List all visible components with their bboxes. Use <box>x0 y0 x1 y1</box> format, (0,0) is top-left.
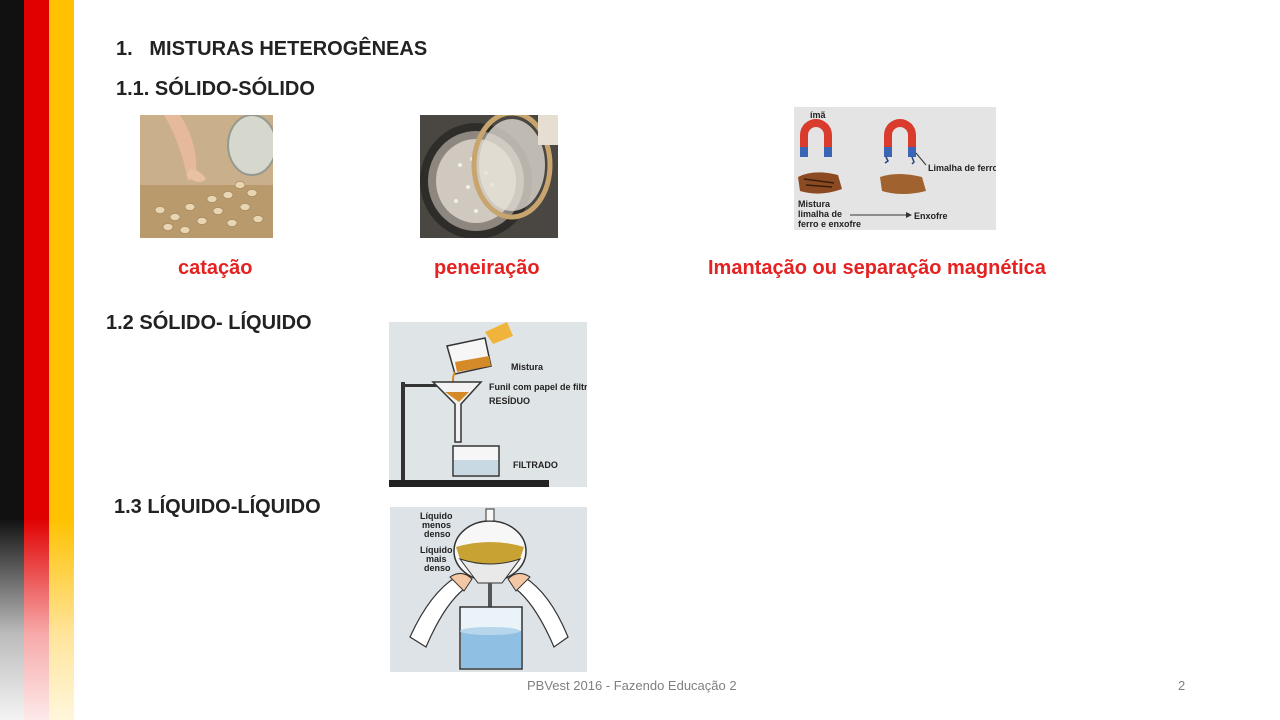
section-number: 1. <box>116 38 133 60</box>
page-number: 2 <box>1178 678 1186 693</box>
section-heading: 1. MISTURAS HETEROGÊNEAS <box>116 38 427 61</box>
decantacao-image: Líquido menos denso Líquido mais denso <box>390 507 587 672</box>
label-filtro-mistura: Mistura <box>511 362 544 372</box>
label-filtrado: FILTRADO <box>513 460 558 470</box>
label-funil: Funil com papel de filtro <box>489 382 587 392</box>
label-menos-2: menos <box>422 520 451 530</box>
label-mais-1: Líquido <box>420 545 453 555</box>
label-mais-3: denso <box>424 563 451 573</box>
subsection-liquido-liquido: 1.3 LÍQUIDO-LÍQUIDO <box>114 496 321 518</box>
label-mais-2: mais <box>426 554 447 564</box>
label-menos-1: Líquido <box>420 511 453 521</box>
imantacao-image: ímã Limalha de ferro Mistura limalha de … <box>794 107 996 230</box>
label-residuo: RESÍDUO <box>489 396 530 406</box>
subsection-solido-liquido: 1.2 SÓLIDO- LÍQUIDO <box>106 312 312 334</box>
stripe-gold <box>49 0 74 720</box>
label-enxofre: Enxofre <box>914 211 948 221</box>
stripe-red <box>24 0 49 720</box>
label-mistura-3: ferro e enxofre <box>798 219 861 229</box>
label-menos-3: denso <box>424 529 451 539</box>
stripe-black <box>0 0 24 720</box>
subsection-solido-solido: 1.1. SÓLIDO-SÓLIDO <box>116 78 315 100</box>
label-mistura-2: limalha de <box>798 209 842 219</box>
catacao-image <box>140 115 273 238</box>
label-limalha: Limalha de ferro <box>928 163 996 173</box>
caption-peneiracao: peneiração <box>434 257 540 279</box>
footer-text: PBVest 2016 - Fazendo Educação 2 <box>527 678 737 693</box>
label-ima: ímã <box>810 110 827 120</box>
caption-imantacao: Imantação ou separação magnética <box>708 257 1046 279</box>
caption-catacao: catação <box>178 257 253 279</box>
section-title: MISTURAS HETEROGÊNEAS <box>149 38 428 60</box>
label-mistura-1: Mistura <box>798 199 831 209</box>
filtracao-image: Mistura Funil com papel de filtro RESÍDU… <box>389 322 587 487</box>
peneiracao-image <box>420 115 558 238</box>
